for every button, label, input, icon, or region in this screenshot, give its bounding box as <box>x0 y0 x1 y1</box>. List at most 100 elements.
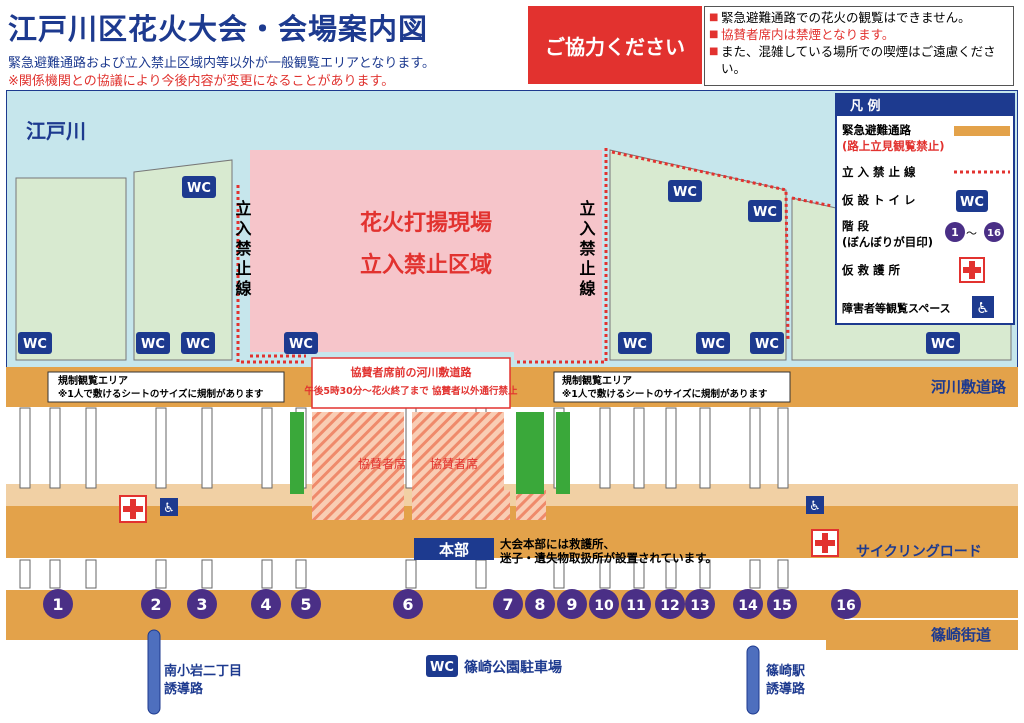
first-aid-icon <box>119 495 147 523</box>
svg-text:本部: 本部 <box>439 541 469 559</box>
svg-text:規制観覧エリア: 規制観覧エリア <box>562 374 632 387</box>
svg-text:南小岩二丁目: 南小岩二丁目 <box>164 663 242 679</box>
svg-text:(ぼんぼりが目印): (ぼんぼりが目印) <box>842 235 933 249</box>
wc-icon: WC <box>136 332 170 354</box>
svg-text:誘導路: 誘導路 <box>766 681 806 697</box>
riverside-road-label: 河川敷道路 <box>931 378 1007 396</box>
stairs-marker: 15 <box>767 589 797 619</box>
svg-text:〜: 〜 <box>966 227 977 240</box>
svg-text:♿: ♿ <box>163 501 175 516</box>
svg-text:1: 1 <box>52 595 63 614</box>
svg-text:WC: WC <box>623 337 647 352</box>
svg-text:WC: WC <box>960 195 984 210</box>
accessible-zone <box>290 412 304 494</box>
stairs-marker: 8 <box>525 589 555 619</box>
parking-wc: WC <box>426 655 458 677</box>
shinozaki-road <box>826 620 1018 650</box>
restricted-area-box <box>553 371 791 403</box>
svg-text:♿: ♿ <box>976 299 989 317</box>
svg-text:2: 2 <box>150 595 161 614</box>
svg-text:7: 7 <box>502 595 513 614</box>
accessible-zone <box>516 412 544 494</box>
svg-text:WC: WC <box>701 337 725 352</box>
svg-text:6: 6 <box>402 595 413 614</box>
viewing-area-note: 緊急避難通路および立入禁止区域内等以外が一般観覧エリアとなります。 <box>8 56 436 71</box>
stairs-marker: 4 <box>251 589 281 619</box>
change-notice: ※関係機関との協議により今後内容が変更になることがあります。 <box>8 74 395 89</box>
svg-text:WC: WC <box>23 337 47 352</box>
svg-text:4: 4 <box>260 595 271 614</box>
svg-text:WC: WC <box>753 205 777 220</box>
note-item: ■また、混雑している場所での喫煙はご遠慮ください。 <box>709 44 996 76</box>
svg-text:篠崎駅: 篠崎駅 <box>766 663 806 679</box>
svg-text:♿: ♿ <box>809 499 821 514</box>
bullet-icon: ■ <box>709 29 719 40</box>
stairs-marker: 9 <box>557 589 587 619</box>
svg-text:WC: WC <box>186 337 210 352</box>
page-title: 江戸川区花火大会・会場案内図 <box>8 12 429 46</box>
svg-text:WC: WC <box>931 337 955 352</box>
svg-text:誘導路: 誘導路 <box>164 681 204 697</box>
accessible-zone <box>556 412 570 494</box>
note-item: ■緊急避難通路での花火の観覧はできません。 <box>709 10 971 25</box>
svg-text:(路上立見観覧禁止): (路上立見観覧禁止) <box>842 139 945 153</box>
wc-icon: WC <box>696 332 730 354</box>
stairs-marker: 12 <box>655 589 685 619</box>
no-entry-zone-label: 立入禁止区域 <box>360 252 492 278</box>
sponsor-road-line2: 午後5時30分〜花火終了まで 協賛者以外通行禁止 <box>304 385 518 397</box>
stairs-marker: 14 <box>733 589 763 619</box>
wc-icon: WC <box>668 180 702 202</box>
svg-text:1: 1 <box>951 226 959 239</box>
hq-badge <box>414 538 494 560</box>
svg-text:WC: WC <box>187 181 211 196</box>
stairs-marker: 16 <box>831 589 861 619</box>
venue-map: 協賛者席前の河川敷道路 午後5時30分〜花火終了まで 協賛者以外通行禁止 規制観… <box>6 90 1018 718</box>
sponsor-road-sign <box>311 357 511 409</box>
svg-text:3: 3 <box>196 595 207 614</box>
wc-icon: WC <box>750 332 784 354</box>
wheelchair-icon: ♿ <box>806 496 824 514</box>
cycling-road-label: サイクリングロード <box>856 543 982 560</box>
wc-icon: WC <box>18 332 52 354</box>
restricted-area-box <box>47 371 285 403</box>
cooperation-banner: ご協力ください <box>528 6 702 84</box>
sponsor-seat-label: 協賛者席 <box>430 456 478 471</box>
svg-text:WC: WC <box>673 185 697 200</box>
svg-text:15: 15 <box>772 598 791 614</box>
hq-note-line2: 迷子・遺失物取扱所が設置されています。 <box>499 551 717 565</box>
shinozaki-road-label: 篠崎街道 <box>931 626 991 644</box>
wc-icon: WC <box>181 332 215 354</box>
svg-text:仮 設 ト イ レ: 仮 設 ト イ レ <box>841 193 916 207</box>
wc-icon: WC <box>182 176 216 198</box>
guide-road-minami <box>147 629 161 715</box>
stairs-marker: 3 <box>187 589 217 619</box>
stairs-marker: 11 <box>621 589 651 619</box>
svg-text:緊急避難通路: 緊急避難通路 <box>842 123 911 137</box>
svg-text:障害者等観覧スペース: 障害者等観覧スペース <box>842 301 951 315</box>
svg-text:仮 救 護 所: 仮 救 護 所 <box>841 263 901 277</box>
svg-text:WC: WC <box>289 337 313 352</box>
svg-text:8: 8 <box>534 595 545 614</box>
note-item: ■協賛者席内は禁煙となります。 <box>709 27 895 42</box>
stairs-marker: 7 <box>493 589 523 619</box>
stairs-marker: 5 <box>291 589 321 619</box>
svg-text:立 入 禁 止 線: 立 入 禁 止 線 <box>842 165 916 179</box>
no-entry-line-label: 立入禁止線 <box>233 199 252 300</box>
stairs-marker: 6 <box>393 589 423 619</box>
svg-text:WC: WC <box>141 337 165 352</box>
svg-text:12: 12 <box>660 598 679 614</box>
svg-text:14: 14 <box>738 598 758 614</box>
svg-text:WC: WC <box>755 337 779 352</box>
svg-text:16: 16 <box>987 228 1001 239</box>
no-entry-lines <box>236 148 833 364</box>
no-entry-line-label: 立入禁止線 <box>577 199 596 300</box>
fireworks-zone-label: 花火打揚現場 <box>360 210 492 236</box>
svg-text:5: 5 <box>300 595 311 614</box>
wc-icon: WC <box>618 332 652 354</box>
stairs-marker: 13 <box>685 589 715 619</box>
svg-text:16: 16 <box>836 598 855 614</box>
fireworks-zone <box>250 150 602 360</box>
wc-icon: WC <box>748 200 782 222</box>
grass-area <box>15 177 127 361</box>
wc-icon: WC <box>926 332 960 354</box>
